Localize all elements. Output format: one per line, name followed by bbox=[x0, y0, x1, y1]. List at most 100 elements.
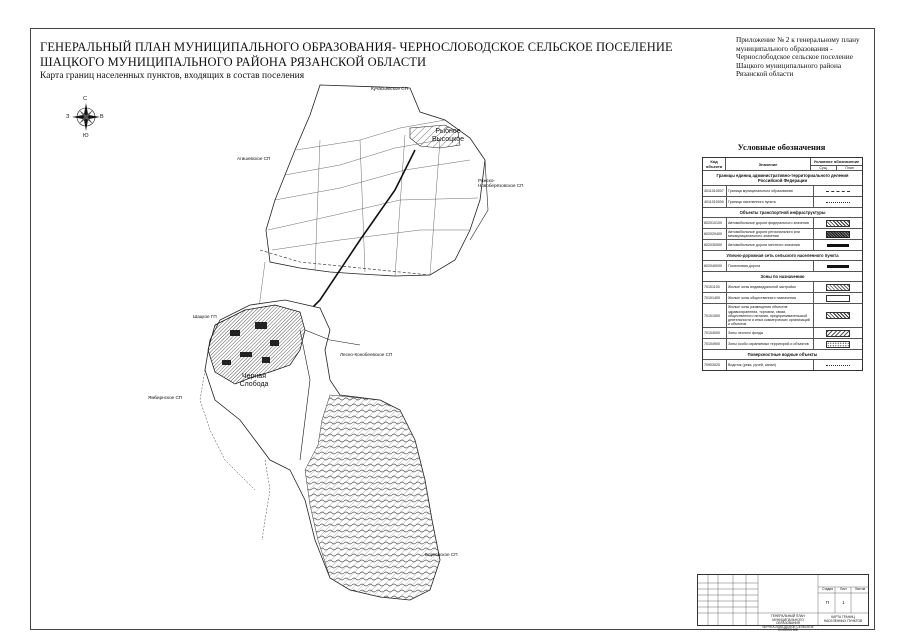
town-north-area bbox=[409, 124, 461, 149]
legend-symbol-cell bbox=[814, 240, 862, 250]
map-title: ГЕНЕРАЛЬНЫЙ ПЛАН МУНИЦИПАЛЬНОГО ОБРАЗОВА… bbox=[40, 40, 673, 69]
legend-name: Жилые зоны индивидуальной застройки bbox=[727, 282, 814, 293]
label-town-north: Рыбное Высоцкое bbox=[431, 128, 465, 143]
legend-header-row: Код объекта Значение Условное обозначени… bbox=[703, 158, 862, 170]
legend-section-title: Объекты транспортной инфраструктуры bbox=[703, 207, 862, 217]
forest-zone-hatch bbox=[305, 395, 440, 600]
legend-section-title: Поверхностные водные объекты bbox=[703, 349, 862, 359]
legend-code: 70903020 bbox=[703, 360, 727, 371]
settlement-boundary-north bbox=[265, 84, 486, 277]
map-legend: Условные обозначения Код объекта Значени… bbox=[702, 142, 863, 372]
stamp-project-name: ГЕНЕРАЛЬНЫЙ ПЛАН МУНИЦИПАЛЬНОГО ОБРАЗОВА… bbox=[762, 614, 814, 633]
connector-road bbox=[259, 249, 431, 276]
stream-west bbox=[199, 369, 256, 491]
legend-swatch-icon bbox=[826, 219, 850, 227]
compass-east: В bbox=[100, 114, 104, 120]
legend-code: 70101400 bbox=[703, 293, 727, 304]
legend-swatch-icon bbox=[826, 201, 850, 203]
legend-col-plan: План bbox=[845, 166, 854, 170]
label-lesno-konobeevskoe: Лесно-Конобеевское СП bbox=[340, 352, 393, 357]
legend-symbol-cell bbox=[814, 360, 862, 370]
legend-swatch-icon bbox=[826, 283, 850, 291]
stamp-sheets-label: Листов bbox=[854, 587, 866, 591]
legend-symbol-cell bbox=[814, 229, 862, 239]
compass-rose-icon bbox=[72, 103, 100, 131]
compass-south: Ю bbox=[83, 133, 89, 139]
label-borkovskoe: Борковское СП bbox=[425, 552, 458, 557]
legend-code: 4011010007 bbox=[703, 186, 727, 196]
legend-table: Код объекта Значение Условное обозначени… bbox=[702, 157, 863, 372]
legend-code: 70104000 bbox=[703, 328, 727, 339]
label-town-south: Черная Слобода bbox=[239, 373, 269, 388]
map-subtitle: Карта границ населенных пунктов, входящи… bbox=[40, 71, 305, 81]
legend-section-title: Улично-дорожная сеть сельского населенно… bbox=[703, 250, 862, 260]
legend-symbol-cell bbox=[814, 304, 862, 327]
compass-north: С bbox=[83, 96, 87, 102]
legend-title: Условные обозначения bbox=[737, 142, 826, 152]
legend-symbol-cell bbox=[814, 293, 862, 303]
legend-col-code: Код объекта bbox=[703, 158, 726, 170]
legend-col-exist: Сущ. bbox=[811, 166, 837, 170]
legend-name: Автомобильные дороги местного значения bbox=[727, 240, 814, 251]
legend-symbol-cell bbox=[814, 186, 862, 196]
legend-code: 602040000 bbox=[703, 261, 727, 272]
legend-code: 70104900 bbox=[703, 339, 727, 350]
map-sheet-frame bbox=[30, 28, 875, 630]
legend-symbol-cell bbox=[814, 328, 862, 338]
legend-name: Граница муниципального образования bbox=[727, 186, 814, 196]
legend-name: Зоны особо охраняемых территорий и объек… bbox=[727, 339, 814, 350]
label-agishevskoe: Агишевское СП bbox=[237, 156, 271, 161]
road-east bbox=[304, 329, 361, 346]
legend-symbol-cell bbox=[814, 282, 862, 292]
legend-code: 602010100 bbox=[703, 218, 727, 228]
legend-symbol-cell bbox=[814, 261, 862, 271]
legend-body: Границы единиц административно-территори… bbox=[703, 170, 862, 371]
legend-swatch-icon bbox=[826, 190, 850, 192]
stream-south bbox=[261, 459, 271, 541]
legend-col-name: Значение bbox=[726, 158, 811, 170]
legend-col-symbol: Условное обозначение bbox=[811, 158, 862, 166]
legend-code: 70101500 bbox=[703, 304, 727, 328]
legend-name: Поселковая дорога bbox=[727, 261, 814, 272]
legend-swatch-icon bbox=[827, 264, 849, 268]
legend-code: 4011010000 bbox=[703, 197, 727, 207]
legend-name: Жилые зоны общественного назначения bbox=[727, 293, 814, 304]
legend-symbol-cell bbox=[814, 197, 862, 207]
legend-symbol-cell bbox=[814, 218, 862, 228]
legend-name: Водоток (река, ручей, канал) bbox=[727, 360, 814, 371]
legend-name: Автомобильные дороги федерального значен… bbox=[727, 218, 814, 228]
stamp-sheet-value: 1 bbox=[842, 600, 845, 605]
legend-name: Зоны лесного фонда bbox=[727, 328, 814, 339]
stamp-sheet-label: Лист bbox=[840, 587, 847, 591]
legend-name: Жилые зоны размещения объектов здравоохр… bbox=[727, 304, 814, 328]
label-yambirnskoe: Ямбирнское СП bbox=[148, 395, 183, 400]
local-road-east bbox=[469, 159, 489, 241]
legend-section-title: Границы единиц административно-территори… bbox=[703, 170, 862, 185]
legend-swatch-icon bbox=[826, 312, 850, 320]
compass-west: З bbox=[66, 114, 70, 120]
legend-swatch-icon bbox=[826, 340, 850, 348]
town-south-area bbox=[207, 304, 306, 385]
legend-swatch-icon bbox=[826, 364, 850, 366]
legend-swatch-icon bbox=[827, 243, 849, 247]
stamp-grid bbox=[698, 575, 868, 625]
legend-code: 602030000 bbox=[703, 240, 727, 251]
label-kuchasyevskoe: Кучасьевское СП bbox=[371, 86, 408, 91]
legend-section-title: Зоны по назначению bbox=[703, 271, 862, 281]
highway-south bbox=[299, 329, 311, 461]
stamp-stage-value: П bbox=[825, 600, 830, 605]
label-ryazhsko: Ряжско-Новоберёзовское СП bbox=[478, 178, 524, 188]
legend-name: Граница населенного пункта bbox=[727, 197, 814, 207]
